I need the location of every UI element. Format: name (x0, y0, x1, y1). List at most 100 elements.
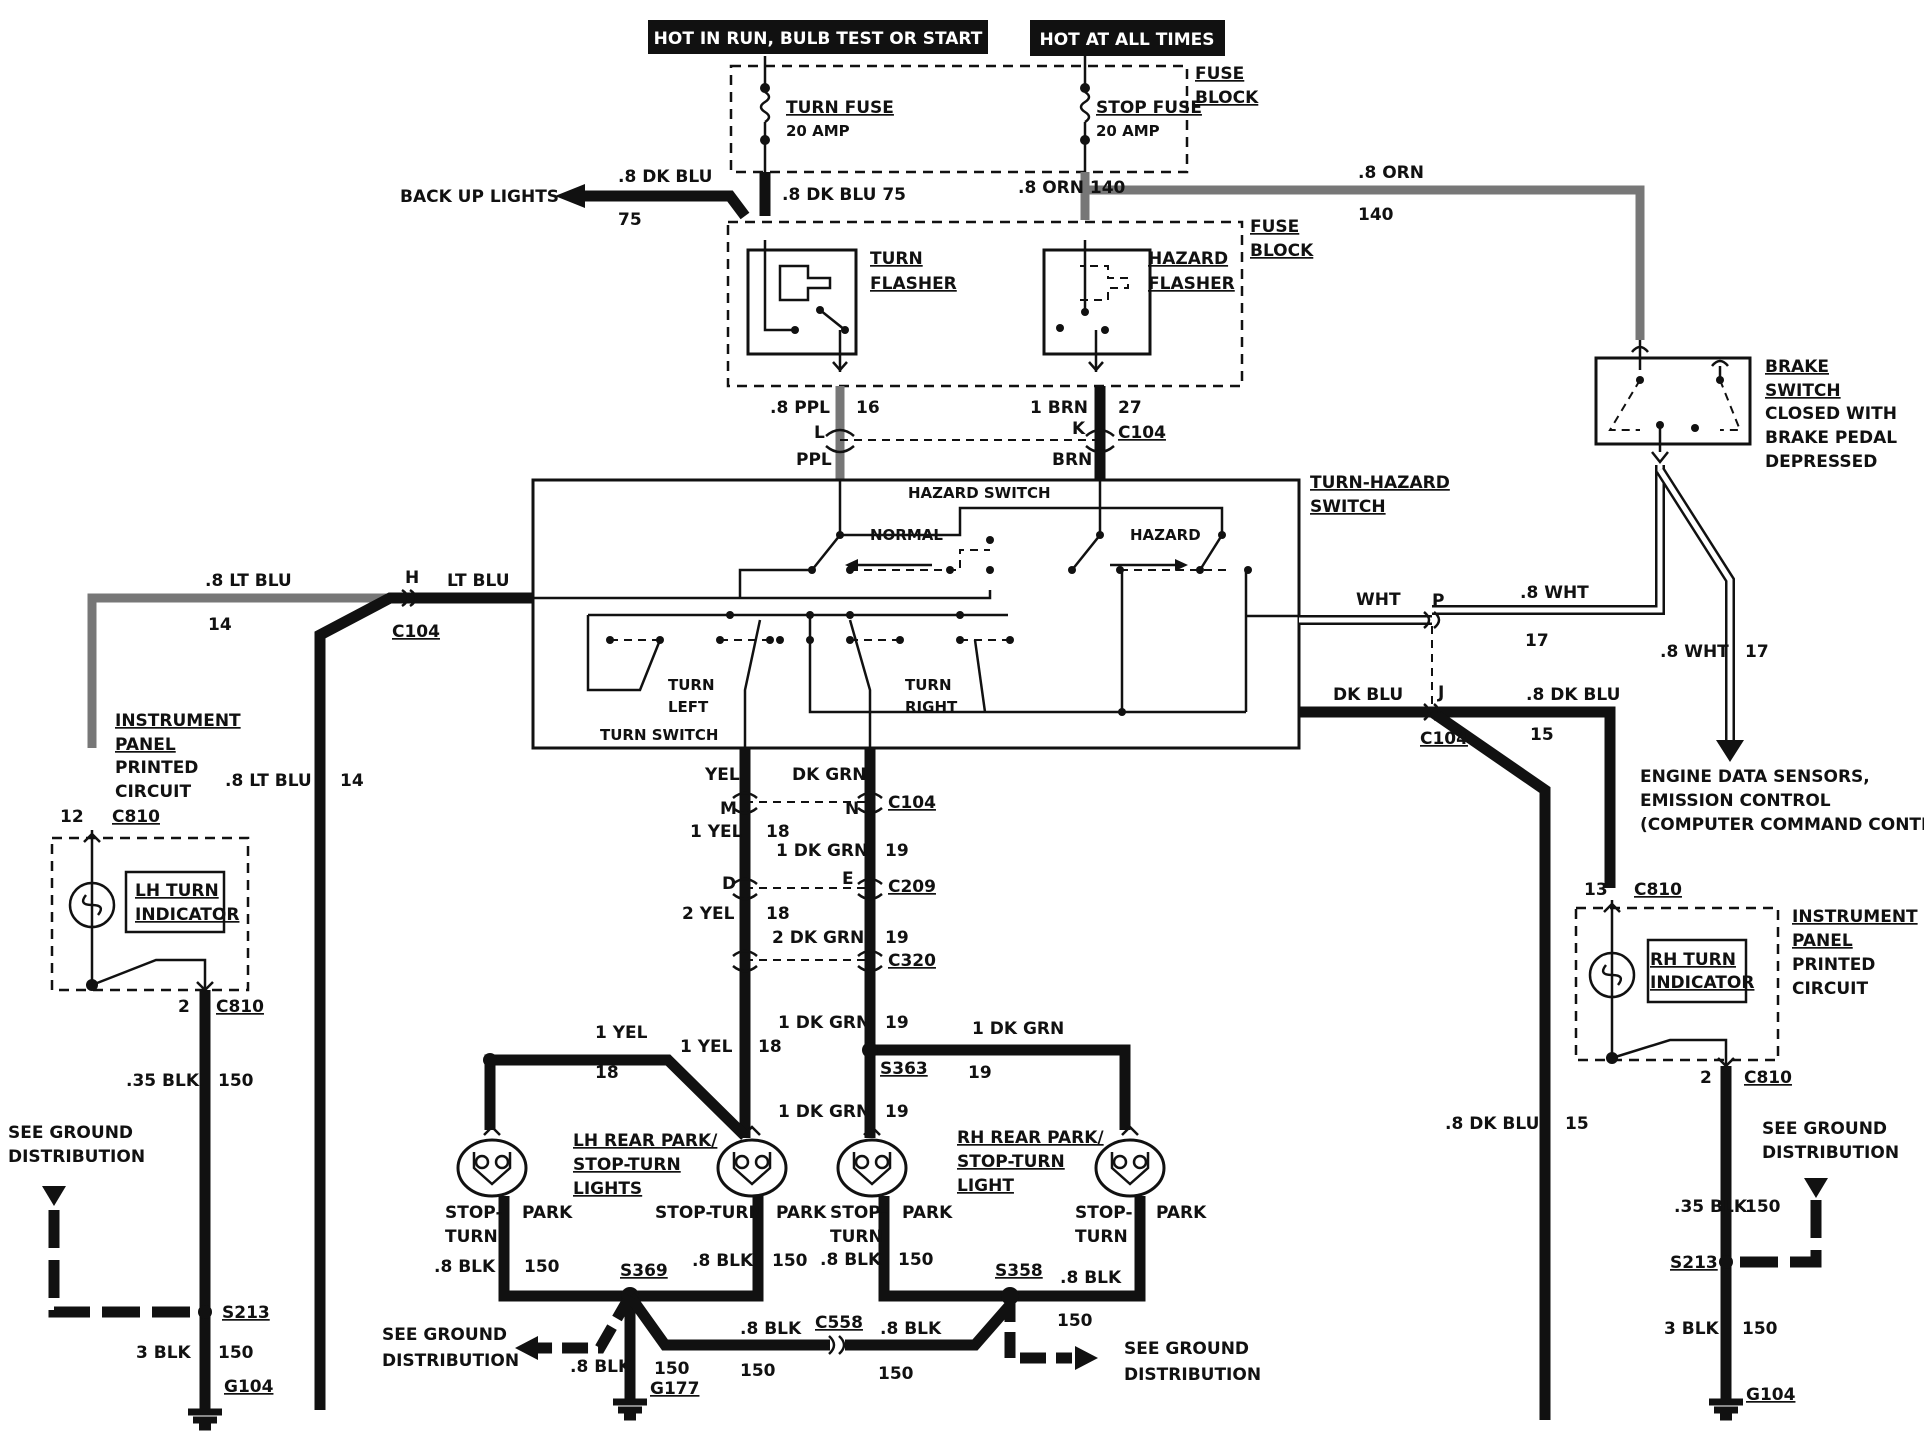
yel1-label: 1 YEL (690, 822, 743, 842)
see-ground-center-3: SEE GROUND (1124, 1339, 1249, 1359)
backup-lights-label: BACK UP LIGHTS (400, 187, 559, 207)
c810-left: C810 (112, 807, 160, 827)
brake-label-1: BRAKE (1765, 357, 1829, 377)
wht-17-brake: 17 (1745, 642, 1769, 662)
blk35-right: .35 BLK (1674, 1197, 1748, 1217)
pin-13: 13 (1584, 880, 1608, 900)
dk-blu-label-right: DK BLU (1333, 685, 1403, 705)
fuse-block-label-2: BLOCK (1195, 88, 1259, 108)
turn-fuse-amp: 20 AMP (786, 122, 850, 140)
pin-12: 12 (60, 807, 84, 827)
yel1-label-c: 1 YEL (680, 1037, 733, 1057)
park-label-3: PARK (902, 1203, 953, 1223)
blk35-left: .35 BLK (126, 1071, 200, 1091)
flasher-fuse-label-1: FUSE (1250, 217, 1299, 237)
stop-label-1: STOP- (445, 1203, 503, 1223)
see-ground-left-2: DISTRIBUTION (8, 1147, 145, 1167)
blk3-150-left: 150 (218, 1343, 254, 1363)
lt-blu-label-2: LT BLU (447, 571, 510, 591)
lh-turn-indicator (50, 830, 250, 992)
blk8-center-a: .8 BLK (570, 1357, 632, 1377)
blk3-left: 3 BLK (136, 1343, 192, 1363)
see-ground-center-2: DISTRIBUTION (382, 1351, 519, 1371)
see-ground-right-2: DISTRIBUTION (1762, 1143, 1899, 1163)
c810-right: C810 (1634, 880, 1682, 900)
dk-blu-15-b: 15 (1565, 1114, 1589, 1134)
yel-18-d: 18 (595, 1063, 619, 1083)
yel-18: 18 (766, 822, 790, 842)
pin-n: N (845, 799, 859, 819)
wht-label: WHT (1356, 590, 1401, 610)
lamp-lh-inner (716, 1125, 788, 1198)
pin-h: H (405, 568, 419, 588)
hot-at-all-times-label: HOT AT ALL TIMES (1040, 30, 1215, 50)
wire-ground-left (48, 1210, 205, 1318)
engine-label-3: (COMPUTER COMMAND CONTROL) (1640, 815, 1924, 835)
dk-blu8-right-b: .8 DK BLU (1445, 1114, 1539, 1134)
pin-k: K (1072, 419, 1086, 439)
rh-indicator-label-2: INDICATOR (1650, 973, 1754, 993)
c104-left: C104 (392, 622, 440, 642)
blk150-lh-b: 150 (772, 1251, 808, 1271)
ip-left-1: INSTRUMENT (115, 711, 241, 731)
hazard-label: HAZARD (1130, 526, 1201, 544)
turn-right-label-1: TURN (905, 676, 952, 694)
s369: S369 (620, 1261, 668, 1281)
orn-140-label: .8 ORN 140 (1018, 178, 1126, 198)
pin-j: J (1437, 683, 1444, 703)
dkgrn1-label-c: 1 DK GRN (972, 1019, 1064, 1039)
orn-140-num: 140 (1358, 205, 1394, 225)
hot-at-all-times-header: HOT AT ALL TIMES (1030, 20, 1225, 56)
blk150-center-a: 150 (654, 1359, 690, 1379)
dk-grn-label: DK GRN (792, 765, 866, 785)
dk-blu8-label-right: .8 DK BLU (1526, 685, 1620, 705)
ip-right-2: PANEL (1792, 931, 1853, 951)
c104-right: C104 (1420, 729, 1468, 749)
blk150-center-c: 150 (878, 1364, 914, 1384)
park-label-1: PARK (522, 1203, 573, 1223)
wire-blk-c558-right (845, 1301, 1015, 1351)
turn-hazard-label-1: TURN-HAZARD (1310, 473, 1450, 493)
ground-symbol-left-icon (188, 1408, 222, 1431)
s363: S363 (880, 1059, 928, 1079)
park-label-4: PARK (1156, 1203, 1207, 1223)
lt-blu-14-b: 14 (340, 771, 364, 791)
pin-p: P (1432, 591, 1444, 611)
c209: C209 (888, 877, 936, 897)
ppl-label: .8 PPL (770, 398, 830, 418)
turn-right-label-2: RIGHT (905, 698, 958, 716)
brn-label-2: BRN (1052, 450, 1092, 470)
wht-17: 17 (1525, 631, 1549, 651)
fuse-block-top-outline (729, 64, 1189, 174)
wire-lt-blu-down (314, 592, 533, 1410)
wire-blk-c558-left (625, 1292, 830, 1351)
stop-fuse-label: STOP FUSE (1096, 98, 1202, 118)
blk8-rh-a: .8 BLK (820, 1250, 882, 1270)
c320: C320 (888, 951, 936, 971)
engine-label-1: ENGINE DATA SENSORS, (1640, 767, 1870, 787)
wire-ground-center-right (1004, 1296, 1072, 1364)
engine-label-2: EMISSION CONTROL (1640, 791, 1831, 811)
flasher-fuse-label-2: BLOCK (1250, 241, 1314, 261)
blk8-rh-b: .8 BLK (1060, 1268, 1122, 1288)
wire-dk-blu-down (1428, 707, 1551, 1420)
dkgrn1-label-b: 1 DK GRN (778, 1013, 870, 1033)
stop-label-3: STOP- (1075, 1203, 1133, 1223)
see-ground-center-1: SEE GROUND (382, 1325, 507, 1345)
rh-lamp-label-1: RH REAR PARK/ (957, 1128, 1104, 1148)
ground-symbol-right-icon (1709, 1398, 1743, 1421)
wire-backup-lights (585, 190, 750, 220)
ppl-label-2: PPL (796, 450, 832, 470)
ip-left-3: PRINTED (115, 758, 198, 778)
hazard-flasher-label-2: FLASHER (1148, 274, 1235, 294)
hot-in-run-label: HOT IN RUN, BULB TEST OR START (654, 29, 983, 49)
connector-marks (732, 791, 883, 973)
pin-d: D (722, 874, 736, 894)
pin-2-right: 2 (1700, 1068, 1712, 1088)
lt-blu-14: 14 (208, 615, 232, 635)
s213-left: S213 (222, 1303, 270, 1323)
blk150-rh-a: 150 (898, 1250, 934, 1270)
pin-e: E (842, 869, 854, 889)
wire-dk-blu-15 (1299, 706, 1616, 888)
